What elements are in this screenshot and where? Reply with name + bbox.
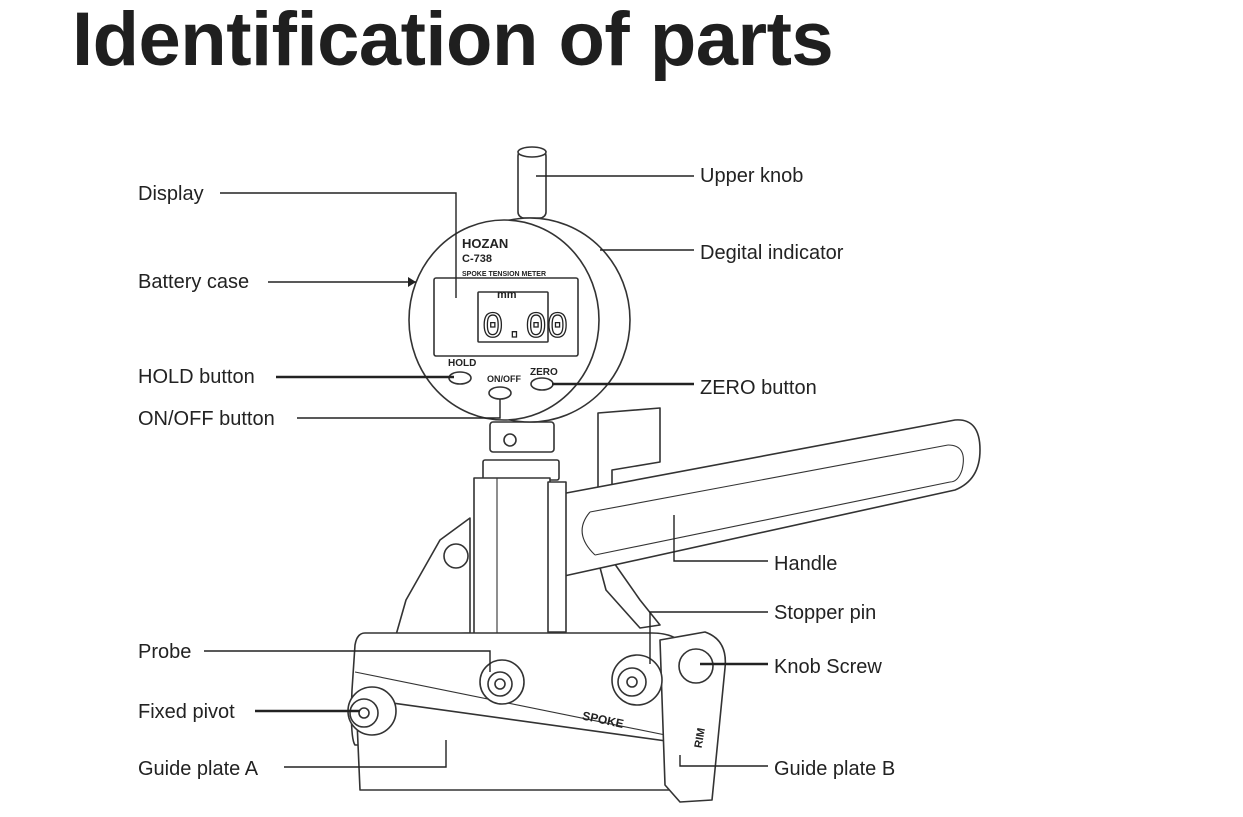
label-digital-indicator: Degital indicator bbox=[700, 242, 844, 264]
label-upper-knob: Upper knob bbox=[700, 165, 803, 187]
callout-labels: Display Battery case HOLD button ON/OFF … bbox=[138, 165, 895, 780]
upper-knob-part bbox=[517, 146, 547, 219]
frame-bracket bbox=[597, 407, 661, 629]
subtitle-text: SPOKE TENSION METER bbox=[462, 271, 546, 278]
zero-text: ZERO bbox=[530, 367, 558, 378]
digital-indicator-part: HOZAN C-738 SPOKE TENSION METER mm 0.00 … bbox=[408, 217, 631, 423]
onoff-text: ON/OFF bbox=[487, 374, 521, 384]
label-stopper-pin: Stopper pin bbox=[774, 602, 876, 624]
tension-meter-illustration: HOZAN C-738 SPOKE TENSION METER mm 0.00 … bbox=[347, 146, 981, 803]
unit-text: mm bbox=[497, 289, 517, 301]
knob-screw-part bbox=[678, 648, 714, 684]
label-guide-plate-b: Guide plate B bbox=[774, 758, 895, 780]
label-display: Display bbox=[138, 183, 204, 205]
page-title: Identification of parts bbox=[72, 0, 834, 82]
fixed-pivot-part bbox=[347, 686, 397, 736]
label-knob-screw: Knob Screw bbox=[774, 656, 882, 678]
model-text: C-738 bbox=[462, 253, 492, 265]
probe-column bbox=[473, 421, 567, 659]
probe-roller-part bbox=[479, 659, 525, 705]
label-hold-button: HOLD button bbox=[138, 366, 255, 388]
stopper-pin-part bbox=[611, 654, 663, 706]
brand-text: HOZAN bbox=[462, 236, 508, 251]
label-zero-button: ZERO button bbox=[700, 377, 817, 399]
label-onoff-button: ON/OFF button bbox=[138, 408, 275, 430]
label-guide-plate-a: Guide plate A bbox=[138, 758, 259, 780]
frame-hole bbox=[443, 543, 469, 569]
hold-text: HOLD bbox=[448, 358, 476, 369]
onoff-button bbox=[488, 386, 512, 400]
label-fixed-pivot: Fixed pivot bbox=[138, 701, 235, 723]
lcd-reading: 0.00 bbox=[482, 307, 568, 348]
handle-part bbox=[544, 419, 981, 579]
zero-button bbox=[530, 377, 554, 391]
label-battery-case: Battery case bbox=[138, 271, 249, 293]
rim-stamp: RIM bbox=[693, 727, 708, 749]
label-handle: Handle bbox=[774, 553, 837, 575]
frame-plate-left bbox=[395, 517, 471, 636]
label-probe: Probe bbox=[138, 641, 191, 663]
leader-lines bbox=[204, 175, 768, 768]
